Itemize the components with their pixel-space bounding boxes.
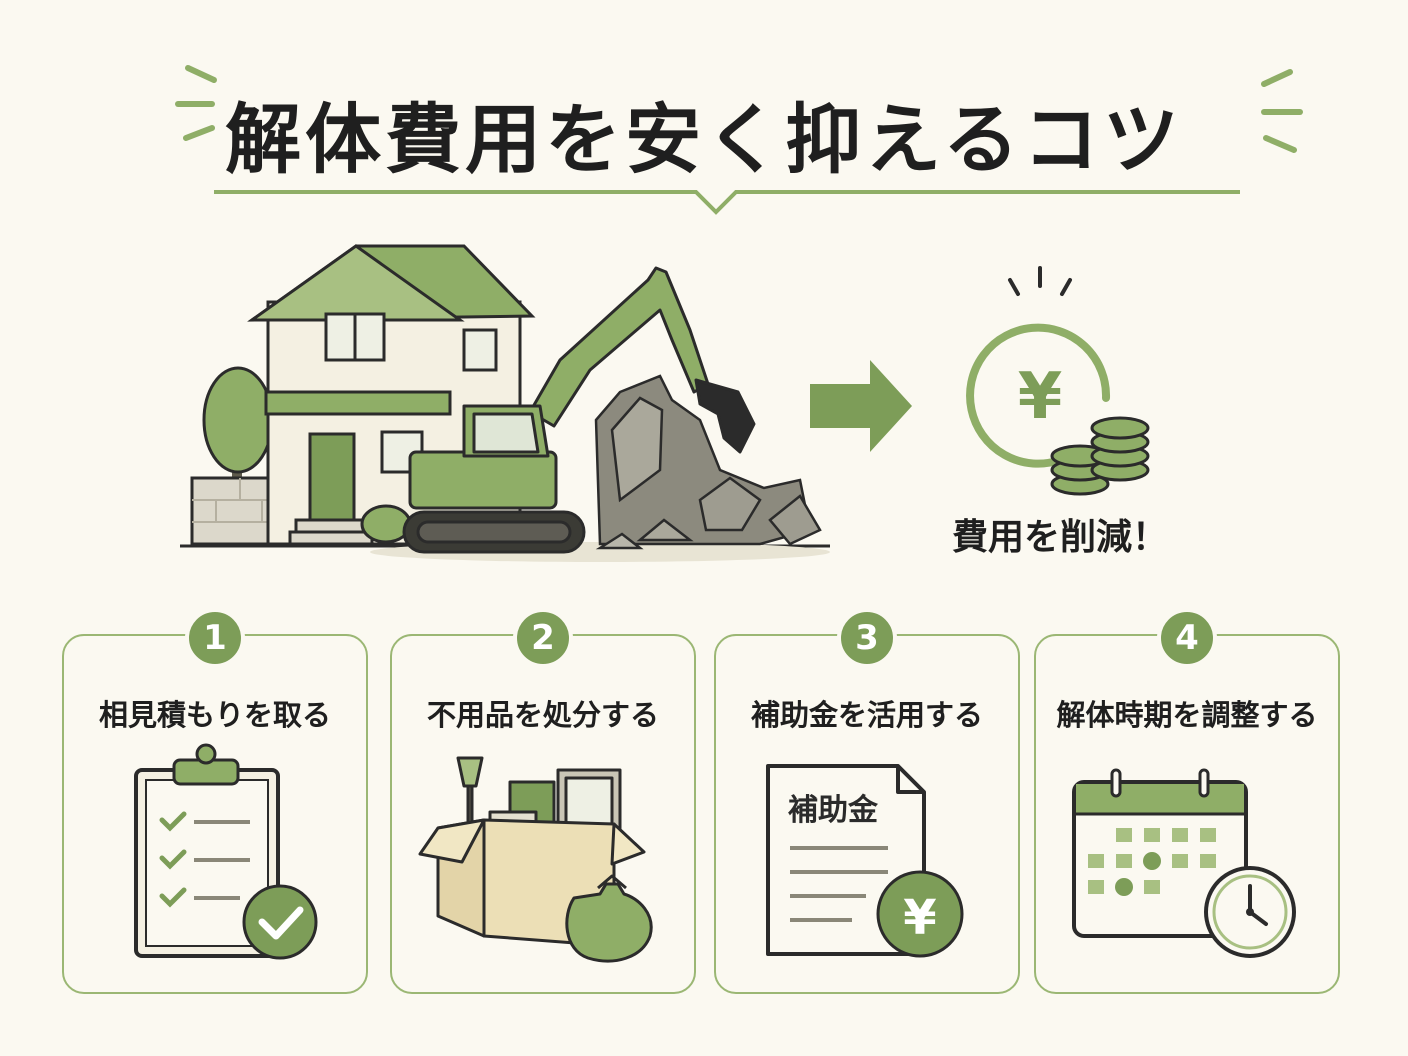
clipboard-check-icon (134, 743, 318, 960)
tip-label: 相見積もりを取る (98, 698, 331, 732)
tip-number-badge: 1 (185, 608, 245, 668)
title-underline (214, 190, 1240, 215)
tip-card-3: 3 補助金を活用する 補助金 ¥ (714, 608, 1020, 994)
tip-number-badge: 3 (837, 608, 897, 668)
tip-label: 不用品を処分する (426, 698, 659, 732)
arrow-right-icon (810, 360, 912, 452)
calendar-clock-icon (1072, 768, 1296, 958)
excavator-icon (402, 266, 756, 554)
yen-coin-savings-icon: ¥ (966, 266, 1150, 496)
tip-label: 解体時期を調整する (1056, 698, 1318, 732)
title-sparkle-left-icon (175, 65, 217, 141)
box-of-items-icon (418, 756, 653, 963)
page-title: 解体費用を安く抑えるコツ (225, 95, 1183, 184)
tip-label: 補助金を活用する (750, 698, 983, 732)
yen-symbol: ¥ (903, 890, 936, 946)
cost-reduction-label: 費用を削減！ (951, 517, 1168, 558)
rubble-icon (594, 374, 822, 550)
tip-card-1: 1 相見積もりを取る (62, 608, 368, 994)
main-illustration: ¥ (175, 65, 1303, 562)
tip-number-badge: 2 (513, 608, 573, 668)
document-title: 補助金 (787, 793, 879, 828)
tip-card-4: 4 解体時期を調整する (1034, 608, 1340, 994)
subsidy-document-icon: 補助金 ¥ (766, 764, 964, 958)
yen-symbol: ¥ (1018, 360, 1063, 434)
tip-number-badge: 4 (1157, 608, 1217, 668)
title-sparkle-right-icon (1261, 69, 1303, 153)
tip-card-2: 2 不用品を処分する (390, 608, 696, 994)
